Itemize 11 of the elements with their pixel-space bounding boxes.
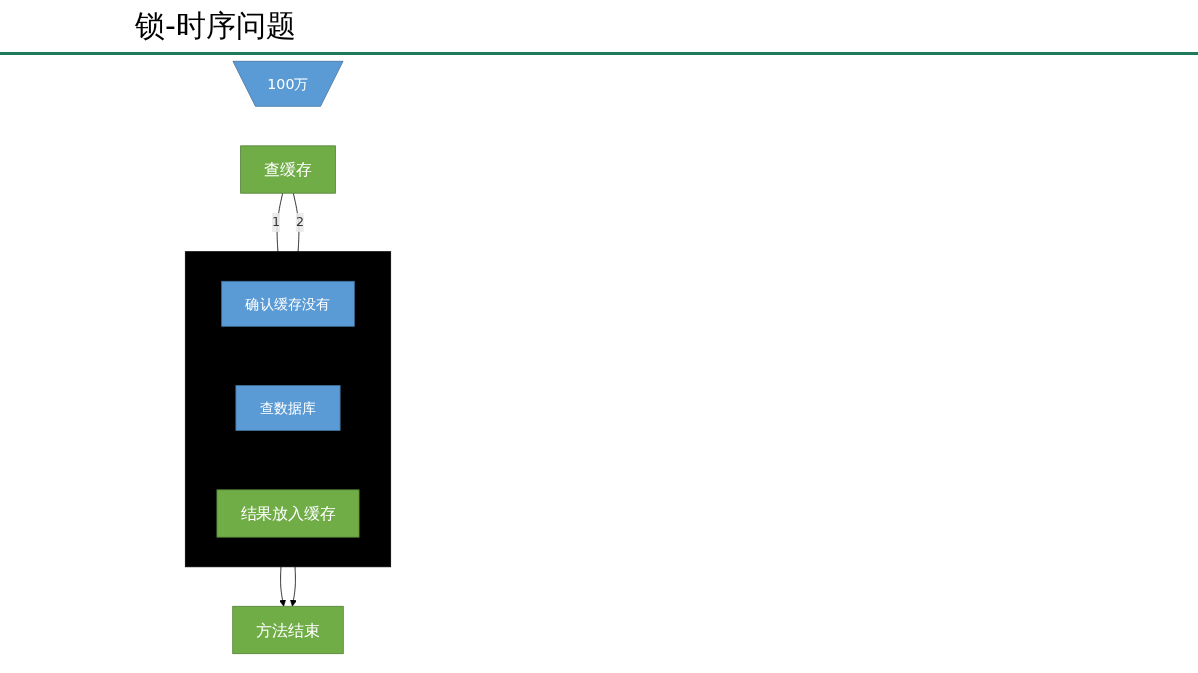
node-box: 确认缓存没有: [221, 280, 355, 327]
cluster: [184, 251, 392, 568]
slide-title: 锁-时序问题: [135, 6, 296, 45]
edge-label: 1: [272, 214, 281, 230]
node-box: 方法结束: [232, 605, 344, 655]
edge-label: 2: [295, 214, 304, 230]
node-box: 查缓存: [240, 145, 336, 194]
connector: [276, 192, 284, 253]
node-box: 结果放入缓存: [216, 489, 360, 538]
node-box: 查数据库: [235, 385, 341, 431]
connector: [292, 192, 300, 253]
